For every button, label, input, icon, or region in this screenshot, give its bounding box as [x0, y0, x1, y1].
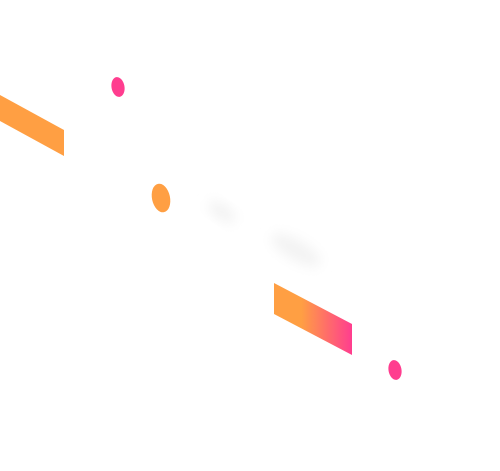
orange-stripe-top-left	[0, 95, 64, 156]
gradient-stripe-bottom-right	[274, 283, 352, 355]
faint-mark-1	[208, 201, 236, 223]
orange-ellipse-middle	[151, 183, 171, 213]
pink-ellipse-top	[111, 77, 125, 97]
pink-ellipse-bottom	[388, 360, 402, 380]
faint-mark-2	[271, 233, 321, 267]
